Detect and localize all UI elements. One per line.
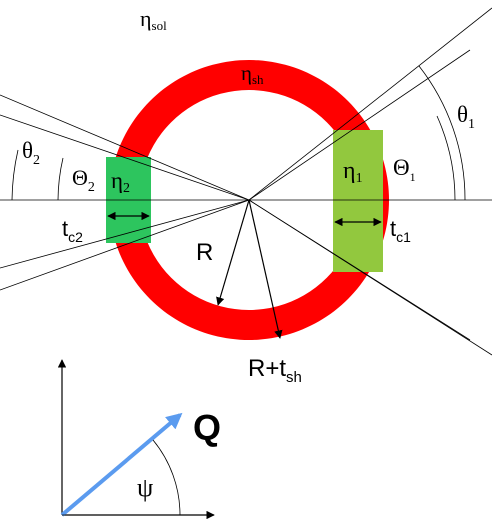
theta2-arc (11, 149, 19, 201)
theta2-label: θ2 (22, 138, 40, 168)
eta-sh-label: ηsh (241, 61, 264, 87)
R-label: R (196, 239, 213, 266)
line-Theta1-lower (248, 199, 471, 341)
eta-sol-label: ηsol (140, 6, 167, 33)
line-Theta1-upper (248, 49, 471, 201)
Theta1-arc (436, 115, 456, 201)
R-arrow (216, 199, 250, 306)
line-theta2-upper (0, 94, 250, 201)
theta1-label: θ1 (457, 102, 475, 132)
Theta2-label: Θ2 (72, 165, 95, 195)
R-plus-tsh-label: R+tsh (248, 355, 302, 386)
eta1-label: η1 (343, 158, 363, 186)
eta2-label: η2 (111, 168, 130, 196)
Theta1-label: Θ1 (393, 155, 416, 184)
psi-label: ψ (137, 473, 153, 502)
line-theta1-upper (248, 7, 492, 201)
R-plus-tsh-arrow (248, 199, 283, 339)
q-vector-arrow (60, 412, 183, 517)
core-1-rect (333, 130, 383, 272)
line-theta2-lower (0, 199, 250, 291)
line-Theta2-upper (0, 114, 250, 201)
theta1-arc (418, 65, 466, 201)
psi-arc (152, 439, 181, 516)
line-Theta2-lower (0, 199, 250, 269)
tc1-label: tc1 (390, 216, 411, 245)
tc2-label: tc2 (62, 216, 83, 245)
Q-label: Q (193, 407, 221, 448)
Theta2-arc (57, 157, 64, 201)
